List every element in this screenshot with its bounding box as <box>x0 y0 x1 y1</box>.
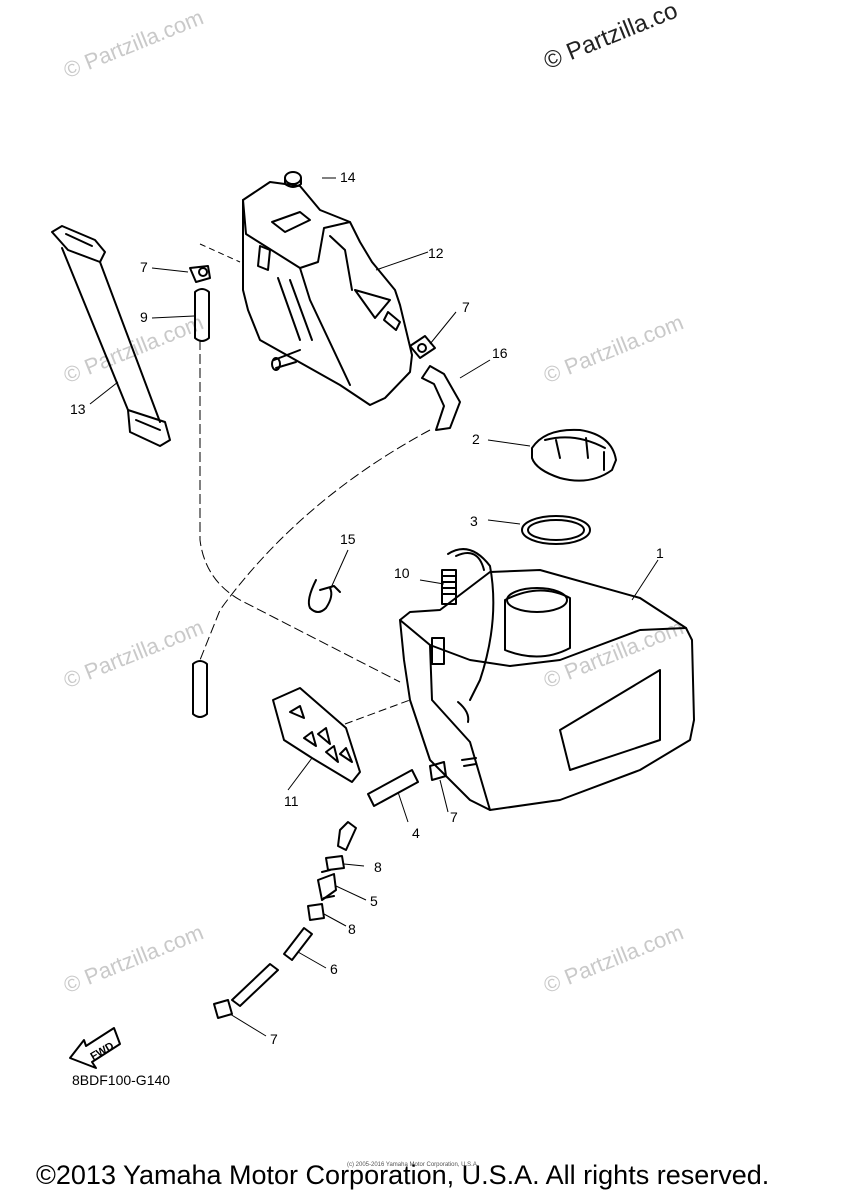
callout-3: 3 <box>470 513 478 529</box>
fuel-filter-drawing <box>317 869 337 901</box>
tank-cap-drawing <box>531 428 617 482</box>
fwd-label: FWD <box>88 1040 116 1063</box>
callout-7-tank: 7 <box>450 809 458 825</box>
callout-11: 11 <box>284 793 299 809</box>
fuel-hose-4-drawing <box>337 769 419 851</box>
clip-bottom-drawing <box>213 999 233 1019</box>
cap-gasket-drawing <box>521 515 591 545</box>
callout-5: 5 <box>370 893 378 909</box>
callout-7-top: 7 <box>140 259 148 275</box>
callout-15: 15 <box>340 531 356 547</box>
callout-8-a: 8 <box>374 859 382 875</box>
callout-2: 2 <box>472 431 480 447</box>
tank-band-drawing <box>51 225 171 447</box>
clip-top-drawing <box>189 265 211 283</box>
hose-lower-left-drawing <box>192 660 208 718</box>
callout-16: 16 <box>492 345 508 361</box>
callout-7-bottom: 7 <box>270 1031 278 1047</box>
copyright-notice: ©2013 Yamaha Motor Corporation, U.S.A. A… <box>36 1160 770 1190</box>
callout-4: 4 <box>412 825 420 841</box>
callout-7-right: 7 <box>462 299 470 315</box>
diagram-code: 8BDF100-G140 <box>72 1072 171 1088</box>
callout-10: 10 <box>394 565 410 581</box>
fine-print: (c) 2005-2016 Yamaha Motor Corporation, … <box>347 1162 479 1168</box>
callout-14: 14 <box>340 169 356 185</box>
sub-tank-cap-drawing <box>284 171 302 188</box>
callout-9: 9 <box>140 309 148 325</box>
hose-9-drawing <box>194 288 210 342</box>
fuel-tank-drawing <box>399 548 695 811</box>
breather-hose-16-drawing <box>383 311 461 431</box>
clip-8a-drawing <box>325 855 345 871</box>
callout-6: 6 <box>330 961 338 977</box>
callout-1: 1 <box>656 545 664 561</box>
callout-8-b: 8 <box>348 921 356 937</box>
fuel-hose-6-drawing <box>231 927 313 1007</box>
fwd-arrow-drawing <box>69 1027 121 1069</box>
callout-13: 13 <box>70 401 86 417</box>
tank-plate-drawing <box>272 687 361 783</box>
sub-tank-drawing <box>242 181 413 406</box>
hose-10-drawing <box>441 569 457 605</box>
clip-right-drawing <box>409 335 436 359</box>
clip-8b-drawing <box>307 903 325 921</box>
clip-tank-drawing <box>429 761 447 781</box>
hose-holder-drawing <box>307 579 341 613</box>
callout-12: 12 <box>428 245 444 261</box>
